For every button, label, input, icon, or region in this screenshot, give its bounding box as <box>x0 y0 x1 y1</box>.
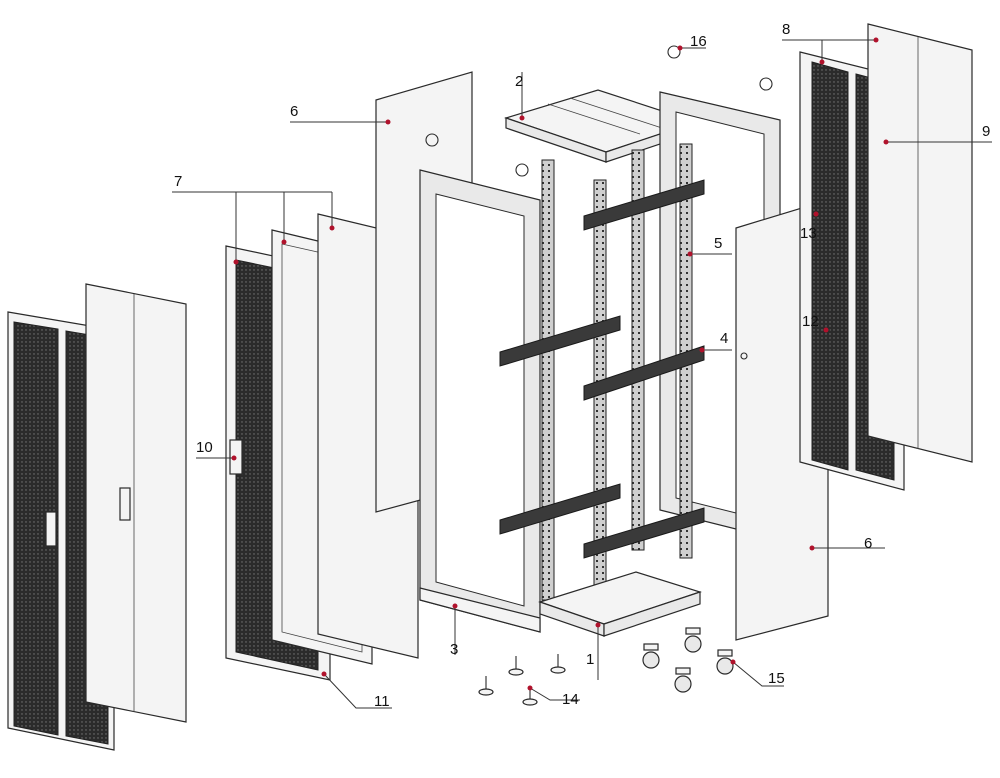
lock-icon <box>740 352 748 360</box>
eye-bolt-icon <box>425 133 439 147</box>
eye-bolt-icon <box>515 163 529 177</box>
castors <box>642 627 734 693</box>
leader-lines <box>172 37 992 709</box>
callout-16: 16 <box>690 33 707 50</box>
base-frame <box>538 571 702 637</box>
callout-15: 15 <box>768 670 785 687</box>
callout-5: 5 <box>714 235 722 252</box>
callout-4: 4 <box>720 330 728 347</box>
callout-6-upper: 6 <box>290 103 298 120</box>
callout-12: 12 <box>802 313 819 330</box>
leveling-foot-icon <box>478 676 494 696</box>
front-frame <box>419 133 541 633</box>
leveling-foot-icon <box>550 654 566 674</box>
callout-labels: 1 2 3 4 5 6 6 7 8 9 10 11 12 13 14 15 16 <box>174 21 990 710</box>
callout-3: 3 <box>450 641 458 658</box>
callout-9: 9 <box>982 123 990 140</box>
eye-bolt-icon <box>759 77 773 91</box>
callout-8: 8 <box>782 21 790 38</box>
mounting-rails <box>499 179 705 559</box>
rear-plain-panel <box>867 23 973 463</box>
leveling-feet <box>478 654 566 706</box>
door-handle-icon <box>119 487 131 521</box>
callout-13: 13 <box>800 225 817 242</box>
castor-wheel-icon <box>642 643 660 669</box>
eye-bolt-icon <box>667 45 681 59</box>
callout-14: 14 <box>562 691 579 708</box>
callout-2: 2 <box>515 73 523 90</box>
callout-7: 7 <box>174 173 182 190</box>
callout-1: 1 <box>586 651 594 668</box>
callout-10: 10 <box>196 439 213 456</box>
leveling-foot-icon <box>508 656 524 676</box>
plain-double-door <box>85 283 187 723</box>
castor-wheel-icon <box>674 667 692 693</box>
castor-wheel-icon <box>684 627 702 653</box>
castor-wheel-icon <box>716 649 734 675</box>
door-handle-icon <box>45 511 57 547</box>
callout-6-lower: 6 <box>864 535 872 552</box>
callout-11: 11 <box>374 693 390 710</box>
